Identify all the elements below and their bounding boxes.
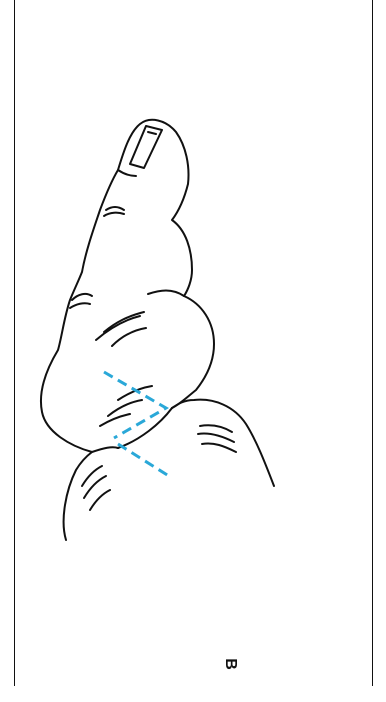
pip-knuckle-2 (70, 303, 90, 308)
adj-wrinkle-3 (202, 443, 236, 452)
low-wrinkle-3 (90, 490, 110, 510)
dip-crease-2 (104, 213, 124, 216)
base-outline (172, 400, 274, 486)
wrinkle-1 (96, 316, 140, 340)
dip-knuckle (118, 170, 136, 176)
dip-crease-1 (106, 207, 124, 210)
nail-inner (148, 132, 156, 134)
pip-knuckle-1 (72, 294, 92, 300)
incision-upper (104, 372, 166, 438)
panel-label: B (222, 658, 238, 670)
adj-wrinkle-1 (200, 425, 232, 432)
base-outline-left (92, 447, 118, 452)
pip-crease (148, 291, 184, 297)
finger-outline (41, 120, 214, 540)
nail (130, 126, 162, 168)
low-wrinkle-1 (82, 466, 102, 486)
wrinkle-6 (100, 414, 130, 426)
wrinkle-3 (112, 328, 146, 346)
incision-lower (118, 444, 172, 478)
wrinkle-5 (108, 400, 142, 416)
adj-wrinkle-2 (198, 433, 234, 442)
